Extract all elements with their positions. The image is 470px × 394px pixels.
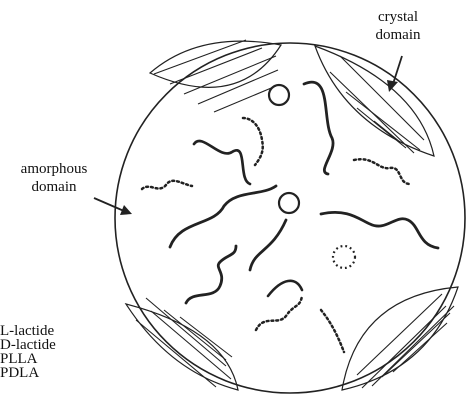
legend-item-l-lactide: L-lactide bbox=[0, 324, 56, 338]
crystal-domain-top-left bbox=[150, 40, 281, 112]
dotted-ring-right bbox=[333, 246, 355, 268]
legend: L-lactide D-lactide PLLA PDLA bbox=[0, 324, 56, 380]
amorphous-label-line-2: domain bbox=[4, 178, 104, 196]
amorphous-arrow bbox=[94, 198, 124, 211]
amorphous-label-line-1: amorphous bbox=[4, 160, 104, 178]
amorphous-domain-label: amorphous domain bbox=[4, 160, 104, 196]
legend-item-d-lactide: D-lactide bbox=[0, 338, 56, 352]
crystal-domain-label: crystal domain bbox=[362, 8, 434, 44]
crystal-label-line-2: domain bbox=[362, 26, 434, 44]
legend-item-plla: PLLA bbox=[0, 352, 56, 366]
crystal-domain-bottom-right bbox=[342, 287, 458, 390]
small-ring-center bbox=[279, 193, 299, 213]
crystal-label-line-1: crystal bbox=[362, 8, 434, 26]
small-ring-top bbox=[269, 85, 289, 105]
crystal-arrowhead bbox=[387, 80, 398, 92]
amorphous-chains bbox=[142, 82, 438, 352]
legend-item-pdla: PDLA bbox=[0, 366, 56, 380]
